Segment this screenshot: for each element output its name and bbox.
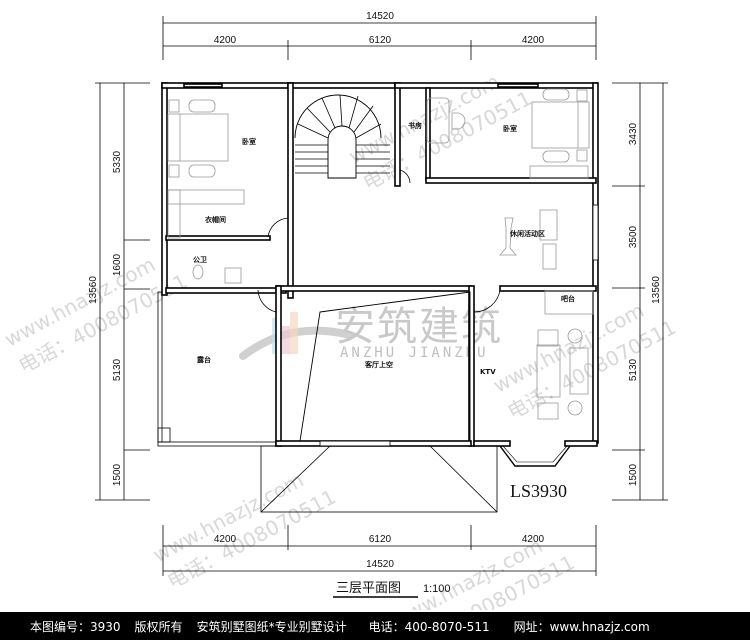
bed-left [167,99,229,178]
svg-text:14520: 14520 [366,11,394,22]
room-label-bedroom-left: 卧室 [242,137,256,146]
floor-plan-drawing: www.hnazjz.com 电话：4008070511 www.hnazjz.… [0,11,679,610]
right-dimensions: 3430 3500 5130 1500 13560 [612,82,668,501]
toilet-icon [192,264,204,280]
svg-text:13560: 13560 [651,276,662,304]
bed-right [529,88,590,179]
svg-text:4200: 4200 [214,534,237,545]
sink-icon [224,267,242,284]
exercise-equipment [499,209,558,270]
svg-text:13560: 13560 [88,276,99,304]
room-label-bathroom: 公卫 [193,256,207,264]
website-text: 网址：www.hnazjz.com [513,619,650,634]
spiral-staircase [294,94,390,179]
room-label-ktv: KTV [480,368,496,376]
svg-text:6120: 6120 [369,35,392,46]
svg-text:1500: 1500 [112,463,123,486]
plan-code: LS3930 [510,481,567,501]
svg-text:1500: 1500 [628,463,639,486]
door-swings [257,169,501,313]
svg-text:4200: 4200 [522,534,545,545]
room-label-bedroom-right: 卧室 [503,124,517,133]
footer-info-bar: 本图编号：3930 版权所有 安筑别墅图纸*专业别墅设计 电话：400-8070… [0,612,750,640]
drawing-scale: 1:100 [423,583,451,595]
copyright-text: 版权所有 [134,619,183,634]
slogan-text: 安筑别墅图纸*专业别墅设计 [196,619,347,634]
wardrobe-side [167,189,181,239]
room-label-bar: 吧台 [561,294,575,303]
svg-text:1600: 1600 [112,253,123,276]
svg-text:6120: 6120 [369,534,392,545]
left-dimensions: 13560 5330 1600 5130 1500 [88,82,150,501]
svg-text:安筑建筑: 安筑建筑 [335,304,503,350]
living-void-outline [299,291,471,442]
drawing-number: 本图编号：3930 [30,619,121,634]
svg-text:5330: 5330 [112,150,123,173]
svg-text:14520: 14520 [366,559,394,570]
svg-text:3500: 3500 [628,225,639,248]
room-label-study: 书房 [408,121,422,130]
wardrobe-left [167,189,245,205]
walls [157,82,599,447]
study-desk [426,97,466,144]
bottom-dimensions: 4200 6120 4200 14520 [162,525,597,576]
svg-text:3430: 3430 [628,122,639,145]
ktv-furniture [536,290,594,420]
svg-text:4200: 4200 [214,35,237,46]
ktv-bay-window [499,445,571,467]
svg-text:4200: 4200 [522,35,545,46]
room-label-leisure: 休闲活动区 [509,229,545,238]
anzhu-logo-watermark: 安筑建筑 ANZHU JIANZHU [239,304,503,361]
phone-text: 电话：400-8070-511 [368,619,490,634]
svg-text:ANZHU JIANZHU: ANZHU JIANZHU [340,345,489,361]
top-dimensions: 14520 4200 6120 4200 [162,11,597,60]
room-label-terrace: 露台 [197,355,211,364]
drawing-title: 三层平面图 [336,581,401,596]
svg-text:5130: 5130 [112,358,123,381]
svg-text:5130: 5130 [628,358,639,381]
room-label-living-void: 客厅上空 [364,360,393,369]
room-label-closet: 衣帽间 [205,215,226,224]
roof-projection [260,445,498,513]
